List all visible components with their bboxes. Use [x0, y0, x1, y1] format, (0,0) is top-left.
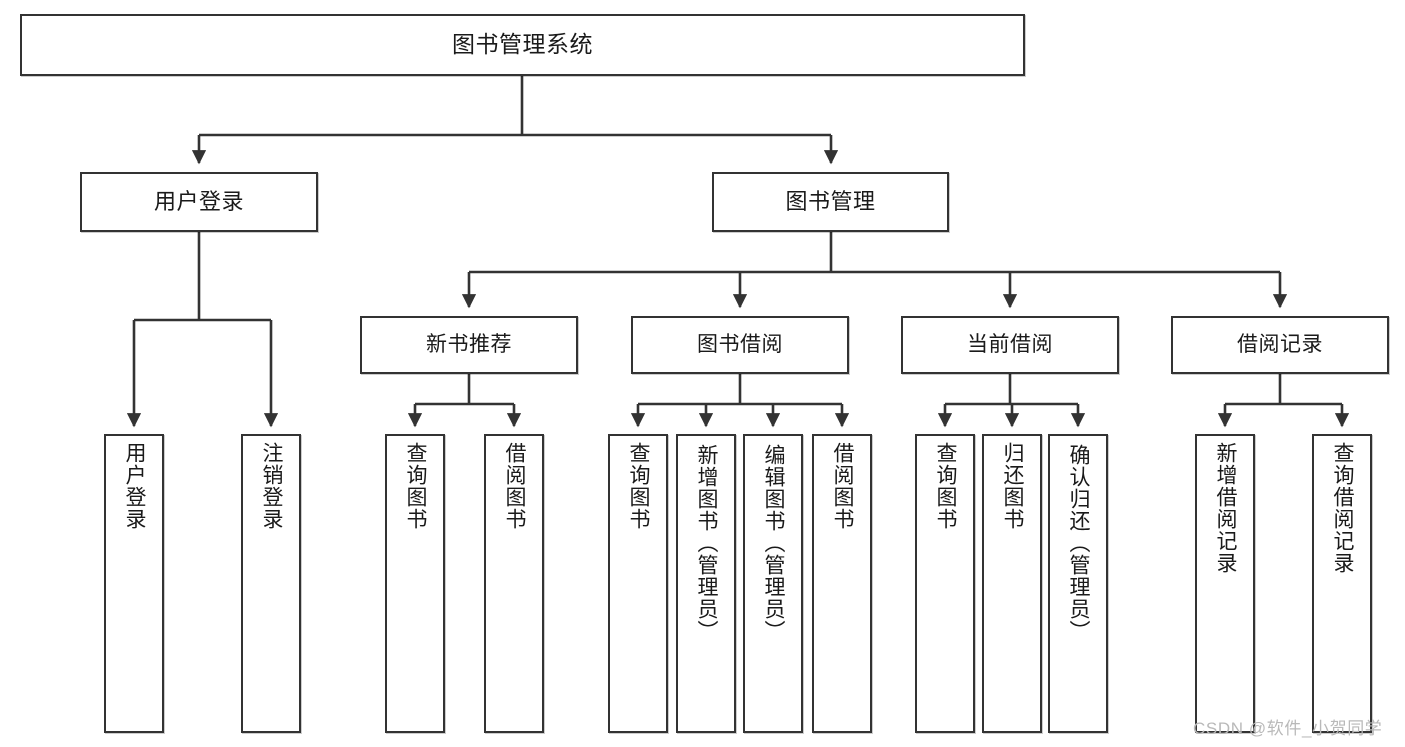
- node-label: 归还图书: [1001, 442, 1025, 530]
- node-label: 新书推荐: [426, 332, 512, 356]
- node-label: 查询图书: [404, 442, 428, 530]
- leaf-book-borrow-borrow[interactable]: 借阅图书: [812, 434, 872, 733]
- node-label: 新增借阅记录: [1214, 442, 1238, 574]
- node-label: 借阅记录: [1237, 332, 1323, 356]
- node-book-borrow[interactable]: 图书借阅: [631, 316, 849, 374]
- node-root-system[interactable]: 图书管理系统: [20, 14, 1025, 76]
- node-label: 注销登录: [260, 442, 284, 530]
- node-label: 查询借阅记录: [1331, 442, 1355, 574]
- leaf-book-borrow-edit[interactable]: 编辑图书（管理员）: [743, 434, 803, 733]
- node-label: 确认归还（管理员）: [1067, 444, 1091, 642]
- node-label: 当前借阅: [967, 332, 1053, 356]
- node-label: 查询图书: [627, 442, 651, 530]
- node-label: 图书管理系统: [452, 31, 593, 58]
- node-user-login[interactable]: 用户登录: [80, 172, 318, 232]
- node-label: 新增图书（管理员）: [695, 444, 719, 642]
- leaf-book-borrow-add[interactable]: 新增图书（管理员）: [676, 434, 736, 733]
- node-label: 借阅图书: [503, 442, 527, 530]
- node-current-borrow[interactable]: 当前借阅: [901, 316, 1119, 374]
- leaf-current-borrow-confirm-return[interactable]: 确认归还（管理员）: [1048, 434, 1108, 733]
- leaf-current-borrow-return[interactable]: 归还图书: [982, 434, 1042, 733]
- node-label: 图书借阅: [697, 332, 783, 356]
- leaf-borrow-record-add[interactable]: 新增借阅记录: [1195, 434, 1255, 733]
- leaf-user-login-logout[interactable]: 注销登录: [241, 434, 301, 733]
- node-label: 图书管理: [785, 189, 876, 215]
- csdn-watermark: CSDN @软件_小贺同学: [1193, 719, 1383, 738]
- leaf-new-book-query[interactable]: 查询图书: [385, 434, 445, 733]
- leaf-user-login-login[interactable]: 用户登录: [104, 434, 164, 733]
- leaf-borrow-record-query[interactable]: 查询借阅记录: [1312, 434, 1372, 733]
- node-label: 借阅图书: [831, 442, 855, 530]
- leaf-new-book-borrow[interactable]: 借阅图书: [484, 434, 544, 733]
- node-label: 用户登录: [123, 442, 147, 530]
- node-book-management[interactable]: 图书管理: [712, 172, 949, 232]
- node-label: 用户登录: [153, 189, 244, 215]
- leaf-current-borrow-query[interactable]: 查询图书: [915, 434, 975, 733]
- node-new-book-recommend[interactable]: 新书推荐: [360, 316, 578, 374]
- node-label: 编辑图书（管理员）: [762, 444, 786, 642]
- node-label: 查询图书: [934, 442, 958, 530]
- leaf-book-borrow-query[interactable]: 查询图书: [608, 434, 668, 733]
- node-borrow-record[interactable]: 借阅记录: [1171, 316, 1389, 374]
